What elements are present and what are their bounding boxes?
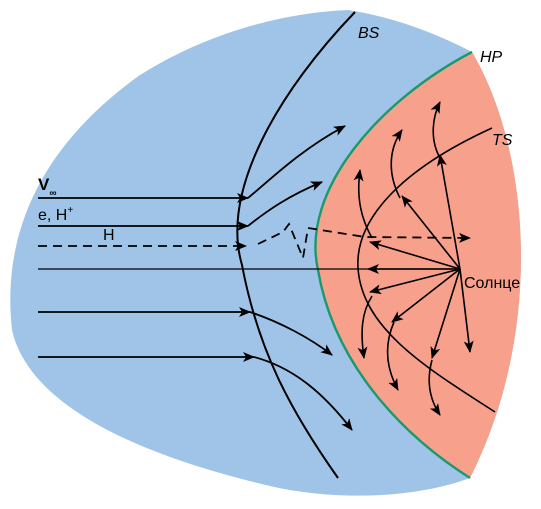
label-termination-shock: TS <box>492 132 513 149</box>
hs-arrow-3 <box>430 101 441 159</box>
hydrogen-path <box>38 222 471 262</box>
ions-superscript: + <box>67 205 73 216</box>
label-heliopause: HP <box>480 49 503 66</box>
sw-arrow-6 <box>391 268 461 323</box>
hs-arrow-4 <box>357 295 373 359</box>
heliosheath-flow-arrows <box>353 101 441 416</box>
label-velocity: V∞ <box>38 175 56 199</box>
sw-arrow-8 <box>459 268 474 353</box>
hs-arrow-2 <box>390 129 403 199</box>
interstellar-flow-lines <box>38 125 353 431</box>
flow-streamline-4 <box>253 356 353 431</box>
sw-arrow-2 <box>369 240 461 270</box>
label-sun: Солнце <box>464 275 520 292</box>
flow-streamline-1 <box>247 125 346 199</box>
solar-wind-arrows <box>367 154 474 359</box>
termination-shock-line <box>357 127 496 413</box>
sw-arrow-4 <box>436 154 461 270</box>
sw-arrow-7 <box>430 268 461 359</box>
bow-shock-line <box>236 11 356 479</box>
velocity-subscript: ∞ <box>49 188 56 199</box>
flow-streamline-2 <box>247 181 323 227</box>
label-hydrogen: H <box>103 227 115 244</box>
flow-streamline-3 <box>249 311 333 356</box>
label-bow-shock: BS <box>358 25 380 42</box>
heliosheath-region <box>315 52 521 478</box>
label-ions: e, H+ <box>38 205 73 224</box>
hs-arrow-5 <box>386 321 399 391</box>
hs-arrow-6 <box>428 359 441 416</box>
heliopause-line <box>314 50 473 480</box>
sw-arrow-3 <box>401 195 461 270</box>
ions-base: e, H <box>38 207 67 224</box>
velocity-symbol: V <box>38 175 50 194</box>
hs-arrow-1 <box>353 169 373 239</box>
sw-arrow-5 <box>369 268 461 295</box>
